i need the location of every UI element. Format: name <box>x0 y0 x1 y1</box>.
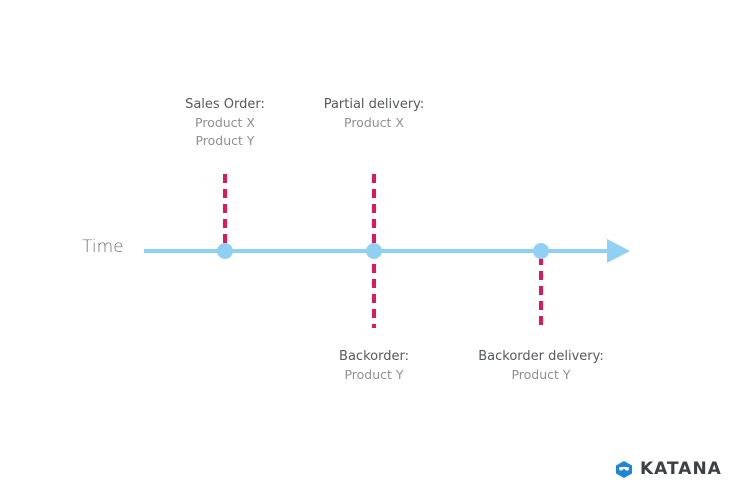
event-item: Product Y <box>344 367 404 382</box>
milestone-dot-backorder-delivery <box>533 243 549 259</box>
event-item: Product Y <box>511 367 571 382</box>
event-item: Product X <box>195 115 255 130</box>
event-title: Sales Order: <box>185 97 265 112</box>
katana-logo-icon <box>616 460 632 478</box>
time-axis-label: Time <box>82 237 124 257</box>
katana-logo-text: KATANA <box>640 459 722 479</box>
event-title: Backorder: <box>339 349 409 364</box>
event-label-backorder: Backorder: Product Y <box>274 348 474 384</box>
event-item: Product X <box>344 115 404 130</box>
event-title: Partial delivery: <box>323 97 425 112</box>
time-axis-arrowhead <box>607 239 630 263</box>
event-label-partial-delivery: Partial delivery: Product X <box>274 96 474 132</box>
katana-logo: KATANA <box>616 459 722 479</box>
milestone-dot-sales-order <box>217 243 233 259</box>
event-item: Product Y <box>195 133 255 148</box>
event-title: Backorder delivery: <box>478 349 604 364</box>
event-label-backorder-delivery: Backorder delivery: Product Y <box>441 348 641 384</box>
event-label-sales-order: Sales Order: Product X Product Y <box>125 96 325 150</box>
milestone-dot-partial-delivery <box>366 243 382 259</box>
